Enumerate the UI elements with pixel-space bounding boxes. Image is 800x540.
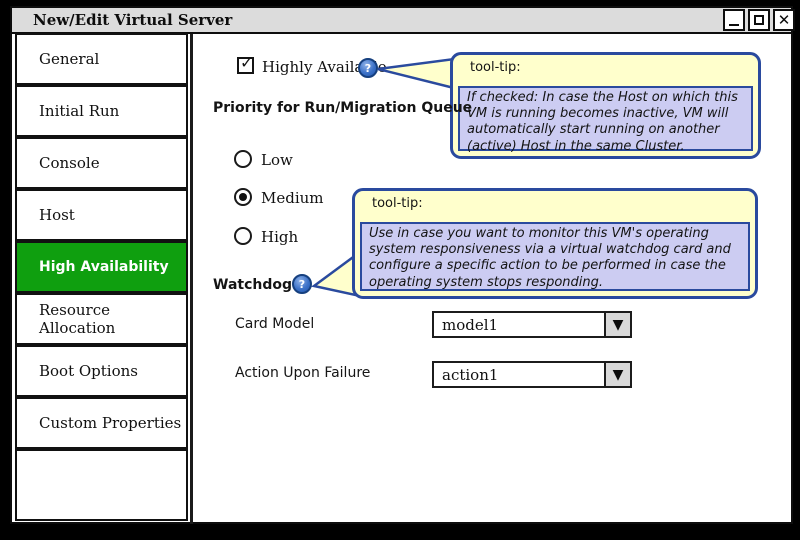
- sidebar-item-label: Console: [39, 154, 100, 172]
- tooltip-text-line: If checked: In case the Host on which th…: [467, 90, 738, 105]
- sidebar-empty-box: [15, 449, 188, 521]
- tooltip-text-line: configure a specific action to be perfor…: [369, 258, 726, 274]
- priority-radio-medium[interactable]: [234, 188, 252, 206]
- sidebar-item-label: Host: [39, 206, 75, 224]
- close-icon: ✕: [777, 10, 791, 29]
- priority-radio-high[interactable]: [234, 227, 252, 245]
- tooltip-text-line: VM is running becomes inactive, VM will: [467, 106, 729, 122]
- watchdog-heading: Watchdog: [213, 277, 293, 293]
- sidebar-item-initial-run[interactable]: Initial Run: [15, 85, 188, 137]
- sidebar-divider: [190, 34, 193, 524]
- card-model-value: model1: [442, 315, 499, 334]
- highly-available-help-icon[interactable]: ?: [358, 58, 378, 78]
- sidebar-item-resource-allocation[interactable]: Resource Allocation: [15, 293, 188, 345]
- sidebar-item-label: Resource Allocation: [39, 301, 116, 337]
- sidebar-item-custom-properties[interactable]: Custom Properties: [15, 397, 188, 449]
- close-button[interactable]: ✕: [773, 9, 795, 31]
- sidebar-item-host[interactable]: Host: [15, 189, 188, 241]
- window-title: New/Edit Virtual Server: [33, 11, 233, 29]
- sidebar-item-label: Initial Run: [39, 102, 120, 120]
- chevron-down-icon: ▼: [612, 316, 624, 333]
- maximize-icon: [754, 15, 764, 25]
- sidebar-item-label: Boot Options: [39, 362, 138, 380]
- tooltip-body: If checked: In case the Host on which th…: [458, 86, 753, 154]
- tooltip-text-line: Use in case you want to monitor this VM'…: [369, 226, 709, 241]
- watchdog-help-icon[interactable]: ?: [292, 274, 312, 294]
- radio-dot: [239, 193, 247, 201]
- highly-available-label: Highly Available: [262, 58, 387, 76]
- tooltip-title: tool-tip:: [372, 196, 423, 211]
- tooltip-body: Use in case you want to monitor this VM'…: [360, 222, 750, 291]
- card-model-dropdown-button[interactable]: ▼: [604, 313, 630, 336]
- check-icon: ✓: [240, 53, 254, 72]
- sidebar-item-console[interactable]: Console: [15, 137, 188, 189]
- action-upon-failure-label: Action Upon Failure: [235, 365, 371, 381]
- priority-medium-label: Medium: [261, 189, 324, 207]
- sidebar-item-label: High Availability: [39, 259, 169, 275]
- sidebar-item-high-availability[interactable]: High Availability: [15, 241, 188, 293]
- priority-low-label: Low: [261, 151, 293, 169]
- minimize-button[interactable]: [723, 9, 745, 31]
- tooltip-text-line: automatically start running on another: [467, 122, 720, 138]
- action-upon-failure-dropdown-button[interactable]: ▼: [604, 363, 630, 386]
- tooltip-text-line: operating system stops responding.: [369, 274, 604, 290]
- priority-high-label: High: [261, 228, 299, 246]
- sidebar-item-label: General: [39, 50, 100, 68]
- minimize-icon: [729, 24, 739, 26]
- priority-radio-low[interactable]: [234, 150, 252, 168]
- sidebar-item-general[interactable]: General: [15, 33, 188, 85]
- highly-available-checkbox[interactable]: ✓: [237, 53, 254, 74]
- question-mark: ?: [364, 61, 372, 75]
- card-model-select[interactable]: model1 ▼: [432, 311, 632, 338]
- maximize-button[interactable]: [748, 9, 770, 31]
- tooltip-title: tool-tip:: [470, 60, 521, 75]
- sidebar-item-boot-options[interactable]: Boot Options: [15, 345, 188, 397]
- tooltip-watchdog: tool-tip: Use in case you want to monito…: [352, 188, 758, 299]
- action-upon-failure-select[interactable]: action1 ▼: [432, 361, 632, 388]
- sidebar-item-label: Custom Properties: [39, 414, 182, 432]
- chevron-down-icon: ▼: [612, 366, 624, 383]
- titlebar[interactable]: New/Edit Virtual Server: [10, 6, 793, 34]
- action-upon-failure-value: action1: [442, 365, 499, 384]
- priority-heading: Priority for Run/Migration Queue: [213, 100, 473, 116]
- tooltip-text-line: (active) Host in the same Cluster.: [467, 138, 685, 154]
- card-model-label: Card Model: [235, 316, 315, 332]
- sidebar: General Initial Run Console Host High Av…: [15, 33, 188, 521]
- question-mark: ?: [298, 277, 306, 291]
- tooltip-text-line: system responsiveness via a virtual watc…: [369, 242, 731, 258]
- tooltip-highly-available: tool-tip: If checked: In case the Host o…: [450, 52, 761, 159]
